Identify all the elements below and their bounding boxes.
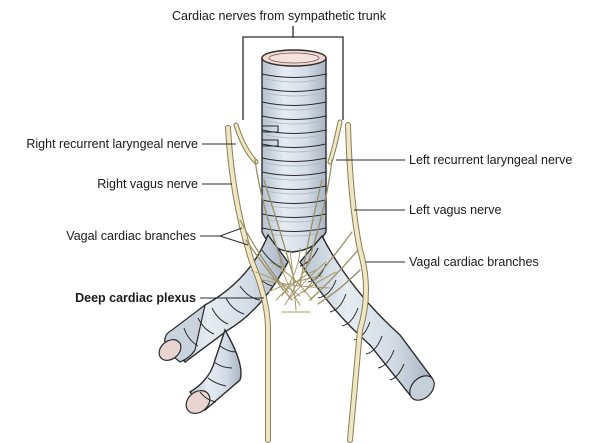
bronchial-ring	[353, 321, 371, 341]
label-left-vagus-nerve: Left vagus nerve	[409, 203, 502, 217]
tracheal-ring	[261, 199, 327, 205]
label-cardiac-nerves-sympathetic: Cardiac nerves from sympathetic trunk	[172, 9, 386, 23]
label-deep-cardiac-plexus: Deep cardiac plexus	[75, 291, 196, 305]
bronchial-ring	[199, 391, 217, 403]
plexus-fiber	[261, 279, 331, 289]
tracheal-ring-shade	[265, 190, 323, 195]
tracheal-ring-shade	[265, 218, 323, 223]
bronchial-ring	[213, 361, 233, 369]
label-vagal-cardiac-branches-right: Vagal cardiac branches	[409, 255, 539, 269]
deep-cardiac-plexus-web	[255, 247, 337, 313]
tracheal-ring	[261, 213, 327, 219]
tracheal-ring-shade	[265, 134, 323, 139]
bronchial-ring	[211, 307, 229, 325]
tracheal-ring-notch	[262, 125, 279, 133]
tracheal-ring	[261, 115, 327, 121]
tracheal-ring-shade	[265, 78, 323, 83]
tracheal-ring	[261, 129, 327, 135]
tracheal-ring	[261, 87, 327, 93]
sympathetic-bracket	[242, 26, 344, 120]
nerves	[225, 119, 369, 443]
right-upper-lobe-bronchus-opening	[158, 339, 182, 361]
plexus-fiber	[255, 271, 301, 297]
label-vagal-cardiac-branches-left: Vagal cardiac branches	[66, 229, 196, 243]
tracheal-ring-shade	[265, 120, 323, 125]
sympathetic-cardiac-nerves	[254, 159, 333, 286]
tracheal-ring	[261, 171, 327, 177]
trachea	[261, 49, 327, 253]
plexus-fiber	[287, 261, 327, 301]
bronchial-ring	[377, 349, 395, 369]
bronchial-ring	[207, 377, 227, 387]
tracheal-ring	[261, 101, 327, 107]
tracheal-ring	[261, 73, 327, 79]
bronchial-ring	[329, 293, 347, 313]
tracheal-ring-shade	[265, 204, 323, 209]
bronchial-ring	[219, 345, 237, 353]
left-bronchus-opening	[409, 375, 435, 401]
bronchial-ring	[183, 327, 199, 347]
plexus-fiber	[279, 257, 301, 306]
tracheal-ring-shade	[265, 176, 323, 181]
bronchial-ring	[197, 317, 215, 335]
tracheal-ring-shade	[265, 148, 323, 153]
plexus-fiber	[293, 271, 337, 299]
label-right-recurrent-laryngeal-nerve: Right recurrent laryngeal nerve	[26, 137, 198, 151]
plexus-fiber	[281, 247, 301, 297]
bronchial-ring	[299, 247, 319, 267]
bronchial-ring	[365, 335, 383, 355]
label-right-vagus-nerve: Right vagus nerve	[97, 177, 198, 191]
tracheal-ring	[261, 227, 327, 233]
leader-lines	[200, 143, 405, 299]
plexus-fiber	[275, 269, 317, 301]
bronchial-ring	[239, 285, 261, 301]
tracheal-ring-shade	[265, 92, 323, 97]
bronchial-ring	[341, 307, 359, 327]
tracheal-ring-notch	[262, 139, 279, 147]
tracheal-ring	[261, 143, 327, 149]
bronchial-ring	[261, 249, 283, 269]
label-left-recurrent-laryngeal-nerve: Left recurrent laryngeal nerve	[409, 153, 573, 167]
tracheal-ring-shade	[265, 106, 323, 111]
bronchial-ring	[389, 363, 405, 381]
tracheal-ring	[261, 157, 327, 163]
bronchial-ring	[317, 279, 337, 299]
tracheal-ring-shade	[265, 162, 323, 167]
bronchial-ring	[225, 297, 245, 315]
